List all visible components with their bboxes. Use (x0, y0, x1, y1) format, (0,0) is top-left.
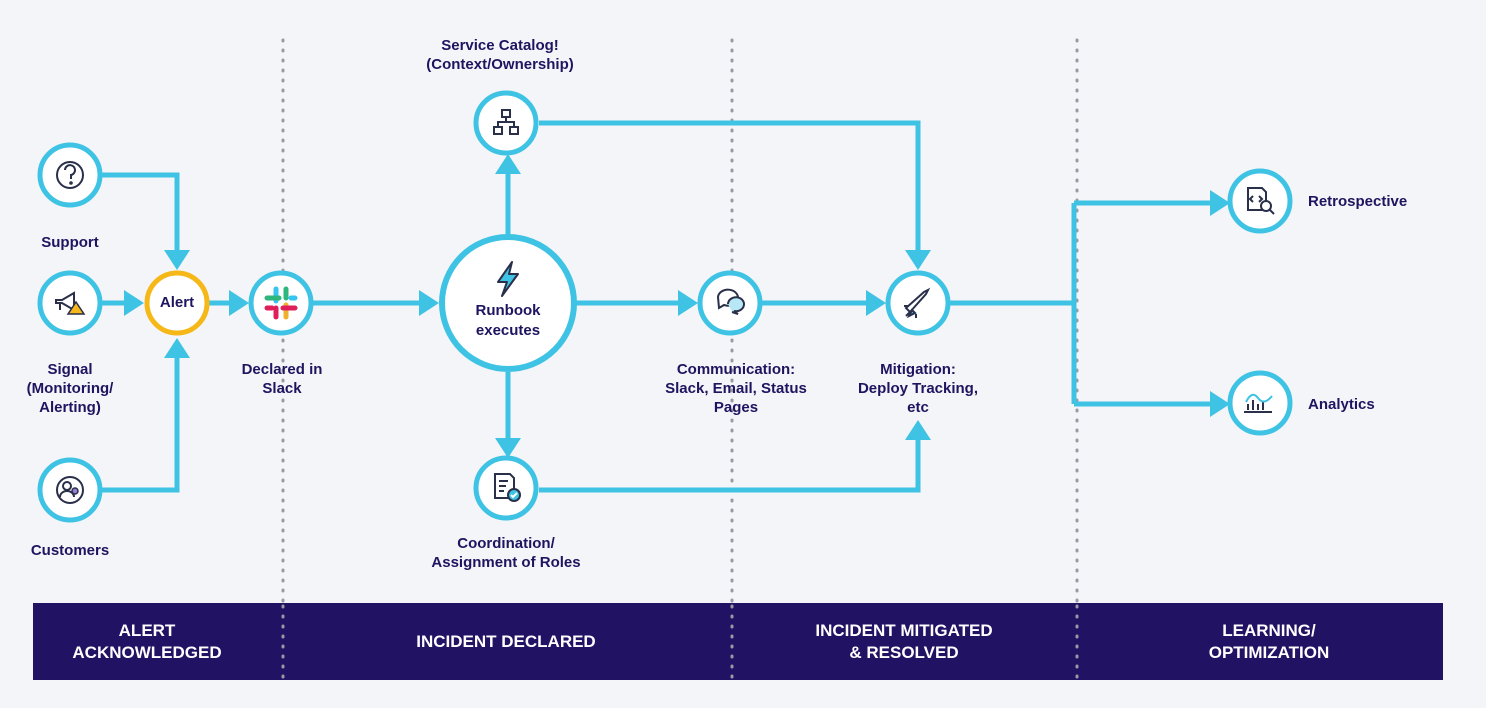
node-circles (37, 90, 1293, 523)
arrowheads (124, 154, 1230, 458)
arrowhead-into-runbook (419, 290, 439, 316)
support-label: Support (41, 234, 99, 251)
lightning-icon (497, 261, 519, 297)
arrowhead-into-coordination (495, 438, 521, 458)
signal-node (37, 270, 103, 336)
service-catalog-label: Service Catalog! (Context/Ownership) (426, 37, 574, 73)
mitigation-label: Mitigation: Deploy Tracking, etc (857, 361, 979, 416)
slack-node (248, 270, 314, 336)
arrowhead-into-retrospective (1210, 190, 1230, 216)
document-check-icon (494, 473, 521, 502)
connector-support-alert (100, 172, 180, 252)
arrowhead-into-alert-left (124, 290, 144, 316)
arrowhead-into-communication (678, 290, 698, 316)
phase-incident-mitigated-resolved: INCIDENT MITIGATED & RESOLVED (815, 620, 993, 662)
slack-icon (264, 286, 298, 320)
runbook-node (439, 234, 577, 372)
analytics-label: Analytics (1308, 396, 1375, 413)
rocket-icon (904, 287, 931, 319)
coordination-node (473, 455, 539, 521)
arrowhead-into-alert-bottom (164, 338, 190, 358)
question-icon (56, 161, 84, 189)
customers-icon (56, 476, 84, 504)
phase-separators (281, 38, 1079, 682)
alert-node (144, 270, 210, 336)
connector-customers-alert (100, 358, 180, 493)
connector-catalog-mitigation (539, 120, 921, 252)
connectors (100, 120, 1212, 493)
communication-label: Communication: Slack, Email, Status Page… (665, 361, 807, 416)
coordination-label: Coordination/ Assignment of Roles (431, 535, 581, 571)
document-search-icon (1247, 187, 1275, 215)
alert-label: Alert (159, 294, 195, 311)
slack-label: Declared in Slack (241, 361, 323, 397)
retrospective-label: Retrospective (1308, 193, 1408, 210)
arrowhead-into-alert-top (164, 250, 190, 270)
phase-learning-optimization: LEARNING/ OPTIMIZATION (1208, 620, 1330, 662)
arrowhead-into-catalog (495, 154, 521, 174)
runbook-label: Runbook executes (475, 302, 541, 339)
phase-bar: ALERT ACKNOWLEDGED INCIDENT DECLARED INC… (33, 603, 1443, 680)
arrowhead-into-mitigation-top (905, 250, 931, 270)
arrowhead-into-mitigation-bottom (905, 420, 931, 440)
chat-bubbles-icon (716, 288, 745, 315)
signal-label: Signal (Monitoring/ Alerting) (26, 361, 114, 416)
megaphone-warning-icon (55, 291, 86, 315)
arrowhead-into-mitigation-left (866, 290, 886, 316)
arrowhead-into-analytics (1210, 391, 1230, 417)
customers-label: Customers (30, 542, 110, 559)
analytics-node (1227, 370, 1293, 436)
arrowhead-into-slack (229, 290, 249, 316)
connector-coordination-mitigation (539, 438, 921, 493)
phase-alert-acknowledged: ALERT ACKNOWLEDGED (72, 620, 222, 662)
analytics-icon (1244, 393, 1273, 413)
hierarchy-icon (493, 109, 519, 135)
phase-incident-declared: INCIDENT DECLARED (416, 631, 596, 651)
